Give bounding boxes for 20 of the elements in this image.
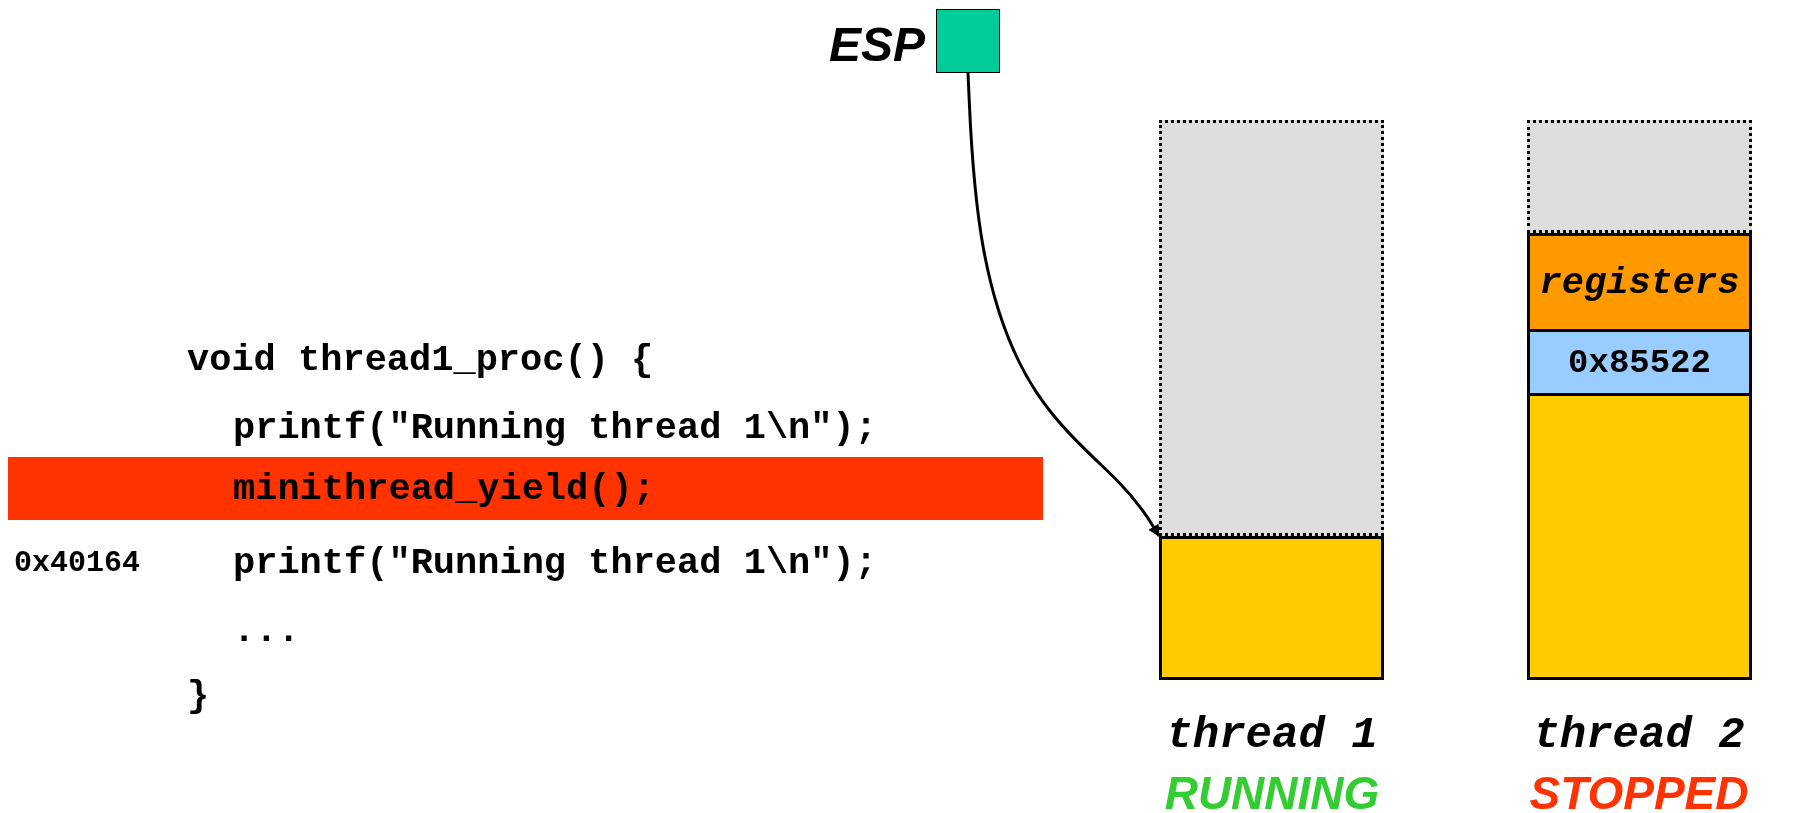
stack-segment: 0x85522 — [1527, 329, 1752, 396]
register-label: ESP — [828, 16, 925, 72]
stack-segment: registers — [1527, 233, 1752, 332]
address-label: 0x40164 — [14, 546, 141, 580]
status-label: RUNNING — [1164, 766, 1380, 813]
thread-label: thread 2 — [1533, 710, 1745, 760]
stack-segment — [1159, 536, 1384, 680]
code-line: printf("Running thread 1\n"); — [233, 407, 877, 449]
code-line: ... — [233, 610, 300, 652]
arrow — [966, 72, 1161, 538]
highlight-bar: minithread_yield(); — [8, 457, 1043, 520]
stack-free-area — [1527, 120, 1752, 233]
stack-segment — [1527, 393, 1752, 680]
register-box — [936, 9, 1000, 73]
code-line: printf("Running thread 1\n"); — [233, 542, 877, 584]
code-line: void thread1_proc() { — [187, 339, 654, 381]
stack-free-area — [1159, 120, 1384, 536]
status-label: STOPPED — [1529, 766, 1749, 813]
code-line: } — [187, 675, 210, 717]
thread-label: thread 1 — [1166, 710, 1378, 760]
